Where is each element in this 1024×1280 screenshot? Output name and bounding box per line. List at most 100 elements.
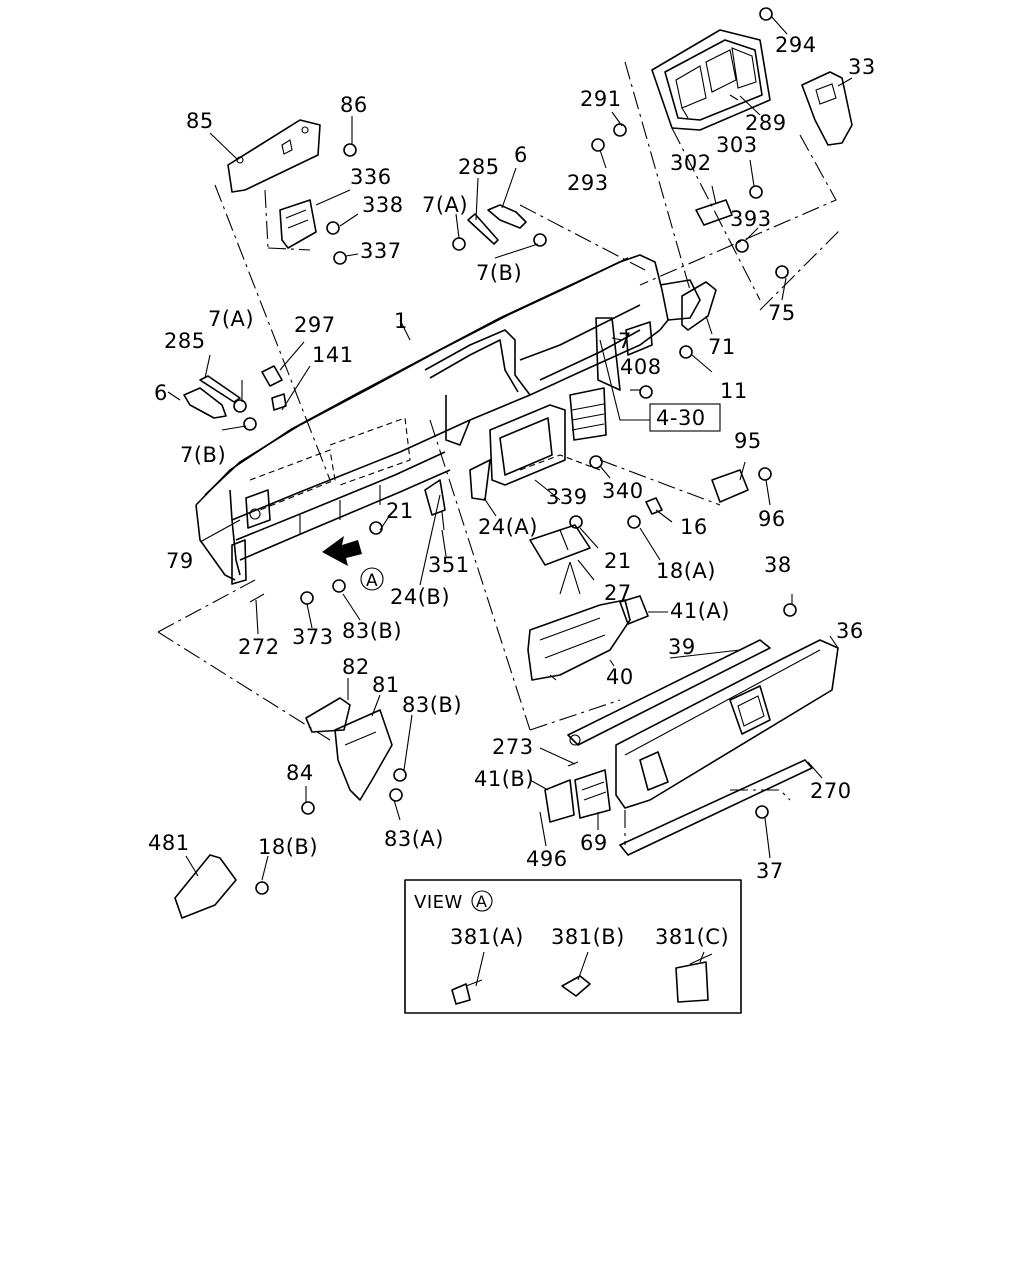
- label-272: 272: [238, 635, 280, 659]
- part-number-labels: 294 33 291 289 293 302 303 85 86 336 338…: [148, 33, 876, 883]
- label-41b: 41(B): [474, 767, 534, 791]
- label-81: 81: [372, 673, 400, 697]
- label-4-30: 4-30: [656, 406, 706, 430]
- label-302: 302: [670, 151, 712, 175]
- label-6-top: 6: [514, 143, 528, 167]
- label-38: 38: [764, 553, 792, 577]
- view-a-box: VIEW A 381(A) 381(B) 381(C): [404, 879, 742, 1014]
- bracket-part-6-left: [183, 387, 227, 419]
- latch-part-41a: [619, 595, 649, 625]
- label-289: 289: [745, 111, 787, 135]
- label-336: 336: [350, 165, 392, 189]
- view-item-381a: 381(A): [450, 925, 524, 949]
- clip-part-381a: [451, 951, 485, 1005]
- bracket-part-6-top: [487, 204, 527, 229]
- label-293: 293: [567, 171, 609, 195]
- clip-part-141: [271, 393, 287, 411]
- chain-lines: [157, 61, 841, 845]
- bracket-part-82: [305, 697, 351, 733]
- label-7b-top: 7(B): [476, 261, 522, 285]
- label-86: 86: [340, 93, 368, 117]
- label-270: 270: [810, 779, 852, 803]
- label-39: 39: [668, 635, 696, 659]
- view-title-marker: A: [476, 892, 487, 911]
- bracket-part-71: [681, 281, 717, 331]
- fasteners: [233, 7, 797, 895]
- label-18a: 18(A): [656, 559, 716, 583]
- label-83b-mid: 83(B): [402, 693, 462, 717]
- label-71: 71: [708, 335, 736, 359]
- hinge-part-270: [619, 759, 813, 856]
- label-37: 37: [756, 859, 784, 883]
- label-7a-left: 7(A): [208, 307, 254, 331]
- label-303: 303: [716, 133, 758, 157]
- bracket-part-302: [695, 199, 733, 226]
- label-83b-top: 83(B): [342, 619, 402, 643]
- label-69: 69: [580, 831, 608, 855]
- label-18b: 18(B): [258, 835, 318, 859]
- label-36: 36: [836, 619, 864, 643]
- bracket-part-81: [334, 709, 393, 801]
- vent-grille-part-289: [651, 29, 771, 131]
- label-408: 408: [620, 355, 662, 379]
- label-338: 338: [362, 193, 404, 217]
- bracket-part-16: [645, 497, 663, 515]
- vent-trim-part-33: [801, 71, 853, 146]
- label-33: 33: [848, 55, 876, 79]
- label-40: 40: [606, 665, 634, 689]
- label-297: 297: [294, 313, 336, 337]
- label-339: 339: [546, 485, 588, 509]
- bracket-part-95: [711, 469, 749, 503]
- label-79: 79: [166, 549, 194, 573]
- bracket-part-336: [279, 199, 317, 249]
- label-24b: 24(B): [390, 585, 450, 609]
- label-7: 7: [618, 329, 632, 353]
- label-16: 16: [680, 515, 708, 539]
- bracket-part-85: [227, 119, 321, 193]
- label-21b: 21: [604, 549, 632, 573]
- view-item-381b: 381(B): [551, 925, 625, 949]
- label-75: 75: [768, 301, 796, 325]
- bracket-part-285-left: [199, 375, 241, 403]
- bracket-part-27: [529, 524, 591, 566]
- latch-part-41b: [544, 779, 575, 823]
- label-294: 294: [775, 33, 817, 57]
- leader-lines: [167, 15, 853, 881]
- label-6-left: 6: [154, 381, 168, 405]
- clip-part-381b: [561, 951, 591, 997]
- label-82: 82: [342, 655, 370, 679]
- label-85: 85: [186, 109, 214, 133]
- label-141: 141: [312, 343, 354, 367]
- label-7b-left: 7(B): [180, 443, 226, 467]
- label-291: 291: [580, 87, 622, 111]
- bracket-part-69: [574, 769, 611, 819]
- view-arrow-icon: [322, 536, 362, 566]
- hinge-part-39: [567, 639, 771, 746]
- label-285-top: 285: [458, 155, 500, 179]
- label-351: 351: [428, 553, 470, 577]
- label-285-left: 285: [164, 329, 206, 353]
- label-340: 340: [602, 479, 644, 503]
- label-27: 27: [604, 581, 632, 605]
- label-41a: 41(A): [670, 599, 730, 623]
- clip-part-297: [261, 365, 283, 387]
- view-item-381c: 381(C): [655, 925, 729, 949]
- label-95: 95: [734, 429, 762, 453]
- label-273: 273: [492, 735, 534, 759]
- label-21a: 21: [386, 499, 414, 523]
- label-337: 337: [360, 239, 402, 263]
- label-7a-top: 7(A): [422, 193, 468, 217]
- reference-box-4-30: 4-30: [649, 403, 721, 432]
- label-373: 373: [292, 625, 334, 649]
- bracket-part-481: [174, 854, 237, 919]
- label-481: 481: [148, 831, 190, 855]
- label-83a: 83(A): [384, 827, 444, 851]
- label-24a: 24(A): [478, 515, 538, 539]
- label-1: 1: [394, 309, 408, 333]
- label-393: 393: [730, 207, 772, 231]
- clip-part-381c: [675, 951, 713, 1003]
- label-96: 96: [758, 507, 786, 531]
- view-marker-letter: A: [366, 571, 378, 591]
- view-title: VIEW: [414, 892, 463, 913]
